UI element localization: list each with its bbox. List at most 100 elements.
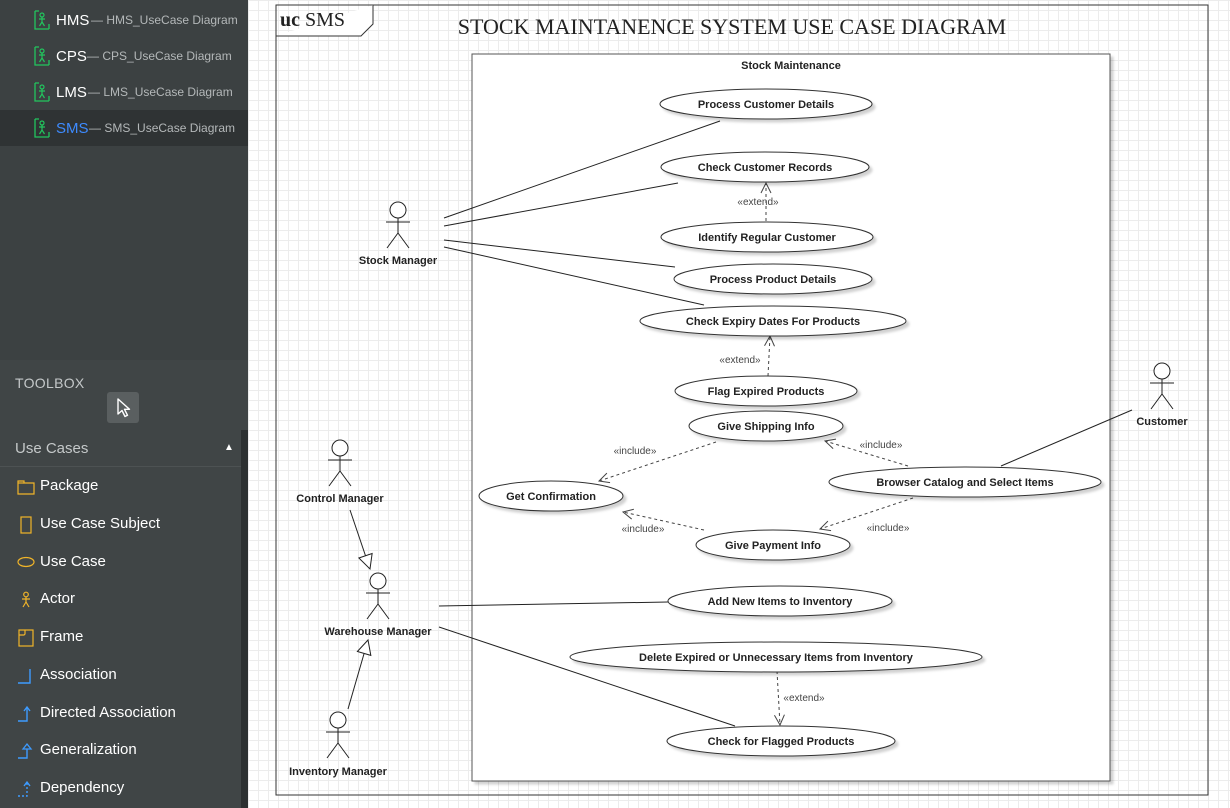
use-cases-section-header[interactable]: Use Cases ▲: [0, 430, 241, 467]
association-line[interactable]: [443, 182, 679, 227]
use-case-process-product-details[interactable]: Process Product Details: [673, 263, 873, 295]
include-arrow[interactable]: [623, 512, 705, 531]
frame-icon: [18, 629, 34, 647]
use-case-add-new-items[interactable]: Add New Items to Inventory: [667, 585, 893, 617]
association-line[interactable]: [443, 120, 721, 219]
tool-association[interactable]: Association: [0, 657, 241, 694]
extend-label: «extend»: [719, 355, 761, 366]
use-case-label: Check Expiry Dates For Products: [686, 316, 860, 328]
tool-actor[interactable]: Actor: [0, 581, 241, 618]
use-case-label: Get Confirmation: [506, 491, 596, 503]
use-case-label: Give Payment Info: [725, 540, 821, 552]
tool-label: Association: [40, 666, 117, 683]
diagram-name: — HMS_UseCase Diagram: [91, 13, 238, 27]
collapse-caret-icon: ▲: [224, 442, 234, 453]
toolbox-scrollbar[interactable]: [241, 430, 248, 808]
diagram-item-lms[interactable]: LMS — LMS_UseCase Diagram: [0, 74, 248, 110]
extend-arrow[interactable]: [768, 336, 770, 377]
use-case-delete-items[interactable]: Delete Expired or Unnecessary Items from…: [569, 641, 983, 673]
use-case-browse-catalog[interactable]: Browser Catalog and Select Items: [828, 466, 1102, 498]
actor-inventory-manager[interactable]: Inventory Manager: [289, 711, 388, 778]
use-case-diagram-icon: [34, 10, 50, 30]
toolbox-panel: TOOLBOX: [0, 360, 248, 808]
tool-label: Package: [40, 477, 99, 494]
diagram-item-sms[interactable]: SMS — SMS_UseCase Diagram: [0, 110, 248, 146]
include-label: «include»: [614, 446, 657, 457]
tool-label: Use Case: [40, 553, 106, 570]
use-case-label: Process Product Details: [710, 274, 837, 286]
frame-name: SMS: [305, 9, 345, 31]
tool-generalization[interactable]: Generalization: [0, 732, 241, 769]
association-icon: [18, 669, 31, 684]
actor-customer[interactable]: Customer: [1136, 362, 1188, 428]
tool-frame[interactable]: Frame: [0, 619, 241, 656]
dependency-icon: [18, 780, 31, 797]
association-line[interactable]: [438, 626, 736, 727]
use-case-label: Give Shipping Info: [717, 421, 814, 433]
sidebar: HMS — HMS_UseCase Diagram CPS — CPS_UseC…: [0, 0, 248, 808]
diagram-list: HMS — HMS_UseCase Diagram CPS — CPS_UseC…: [0, 0, 248, 146]
tool-dependency[interactable]: Dependency: [0, 770, 241, 807]
use-case-label: Delete Expired or Unnecessary Items from…: [639, 652, 914, 664]
use-case-flag-expired-products[interactable]: Flag Expired Products: [674, 375, 858, 407]
include-label: «include»: [860, 440, 903, 451]
actor-warehouse-manager[interactable]: Warehouse Manager: [324, 572, 432, 638]
actor-stock-manager[interactable]: Stock Manager: [359, 201, 438, 267]
use-case-process-customer-details[interactable]: Process Customer Details: [659, 88, 873, 120]
generalization-icon: [18, 742, 33, 759]
diagram-name: — LMS_UseCase Diagram: [88, 85, 233, 99]
tool-directed-association[interactable]: Directed Association: [0, 695, 241, 732]
diagram-item-cps[interactable]: CPS — CPS_UseCase Diagram: [0, 38, 248, 74]
include-arrow[interactable]: [820, 497, 914, 529]
tool-label: Frame: [40, 628, 84, 645]
use-case-label: Browser Catalog and Select Items: [876, 477, 1053, 489]
cursor-arrow-icon: [117, 398, 131, 418]
use-case-label: Check Customer Records: [698, 162, 833, 174]
toolbox-title: TOOLBOX: [15, 375, 85, 391]
association-line[interactable]: [438, 601, 669, 607]
generalization-line[interactable]: [349, 509, 370, 569]
diagram-code: HMS: [56, 11, 90, 29]
diagram-code: LMS: [56, 83, 87, 101]
actor-label: Stock Manager: [359, 255, 438, 267]
diagram-code: CPS: [56, 47, 87, 65]
include-label: «include»: [622, 524, 665, 535]
use-case-get-confirmation[interactable]: Get Confirmation: [478, 480, 624, 512]
use-case-diagram-icon: [34, 82, 50, 102]
diagram-name: — SMS_UseCase Diagram: [89, 121, 236, 135]
tool-use-case-subject[interactable]: Use Case Subject: [0, 506, 241, 543]
actor-label: Customer: [1136, 416, 1188, 428]
include-arrow[interactable]: [825, 441, 909, 467]
tool-package[interactable]: Package: [0, 468, 241, 505]
generalization-line[interactable]: [347, 640, 368, 710]
actor-icon: [22, 591, 30, 608]
actor-label: Inventory Manager: [289, 766, 388, 778]
use-case-check-flagged-products[interactable]: Check for Flagged Products: [666, 725, 896, 757]
tool-use-case[interactable]: Use Case: [0, 544, 241, 581]
use-case-identify-regular-customer[interactable]: Identify Regular Customer: [660, 221, 874, 253]
use-case-label: Identify Regular Customer: [698, 232, 836, 244]
use-case-label: Process Customer Details: [698, 99, 834, 111]
actor-control-manager[interactable]: Control Manager: [296, 439, 384, 505]
use-case-give-payment-info[interactable]: Give Payment Info: [695, 529, 851, 561]
use-case-check-expiry-dates[interactable]: Check Expiry Dates For Products: [639, 305, 907, 337]
tool-label: Dependency: [40, 779, 125, 796]
association-line[interactable]: [1000, 409, 1133, 467]
diagram-item-hms[interactable]: HMS — HMS_UseCase Diagram: [0, 2, 248, 38]
use-case-icon: [17, 556, 35, 568]
frame-kind: uc: [280, 9, 300, 31]
extend-label: «extend»: [737, 197, 779, 208]
use-case-check-customer-records[interactable]: Check Customer Records: [660, 151, 870, 183]
package-icon: [17, 480, 35, 495]
include-arrow[interactable]: [599, 441, 717, 481]
actor-label: Warehouse Manager: [324, 626, 432, 638]
actor-label: Control Manager: [296, 493, 384, 505]
pointer-tool-button[interactable]: [107, 392, 139, 423]
use-case-give-shipping-info[interactable]: Give Shipping Info: [688, 410, 844, 442]
diagram-name: — CPS_UseCase Diagram: [87, 49, 232, 63]
association-line[interactable]: [443, 246, 705, 306]
association-line[interactable]: [443, 239, 676, 268]
section-label: Use Cases: [15, 440, 89, 457]
